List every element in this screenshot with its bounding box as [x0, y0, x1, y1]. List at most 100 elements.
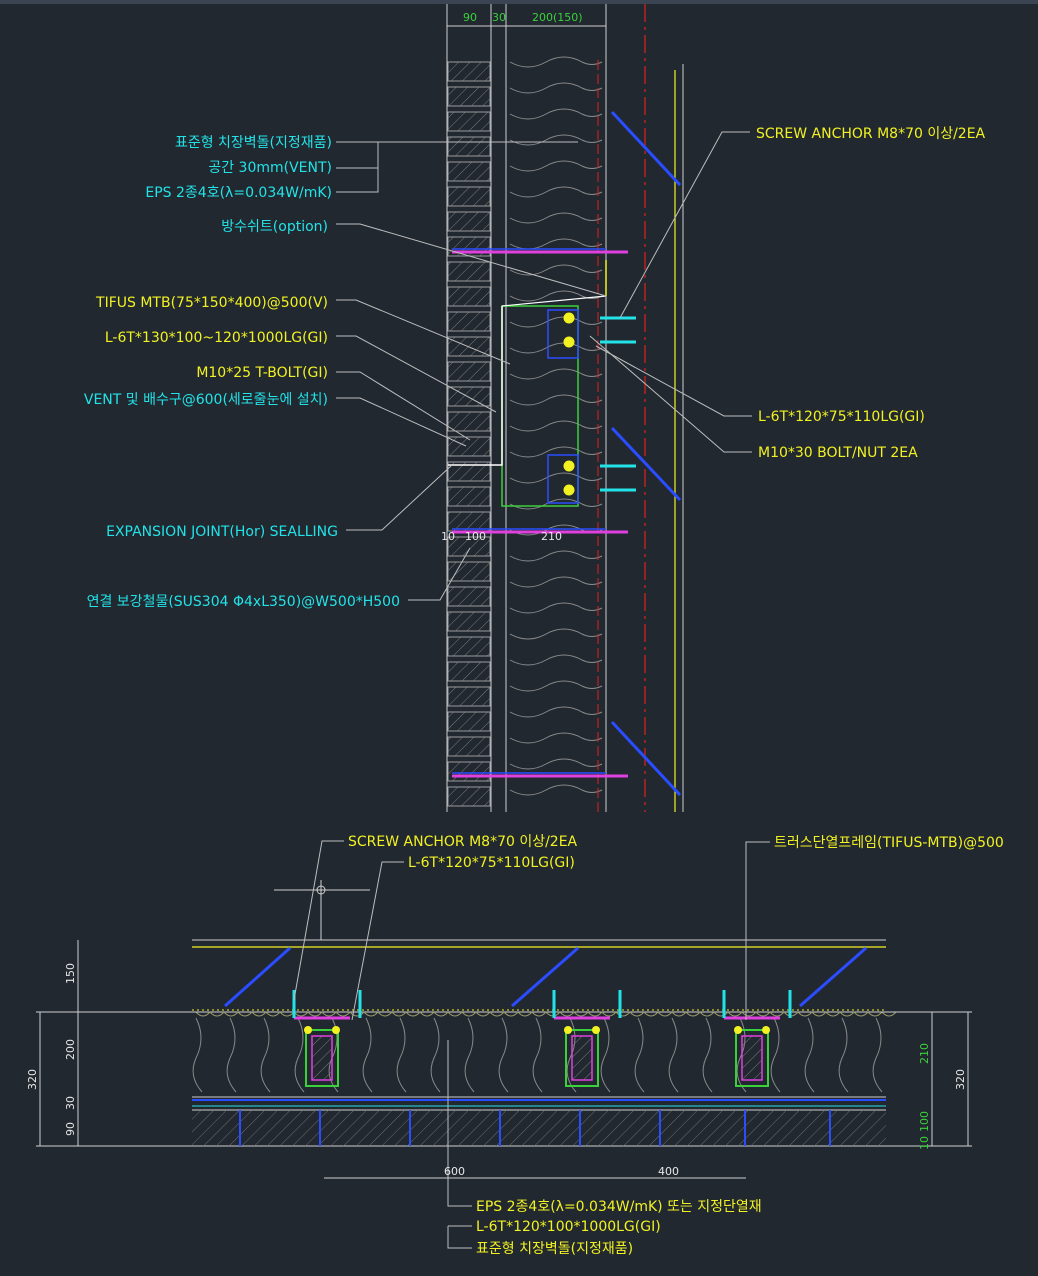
plan-label-angle-120: L-6T*120*75*110LG(GI) [408, 855, 575, 871]
plan-dim-total-right: 320 [954, 1069, 967, 1090]
plan-insulation-wave [226, 1017, 237, 1093]
brick [447, 586, 491, 607]
cad-drawing-canvas: 90 30 200(150) 10 100 210 표준형 치장벽돌(지정재품)… [26, 4, 1004, 1257]
plan-insulation-top-wave [629, 1011, 645, 1017]
brick [447, 111, 491, 132]
plan-insulation-top-wave [825, 1011, 841, 1017]
plan-label-truss-frame: 트러스단열프레임(TIFUS-MTB)@500 [774, 835, 1004, 851]
insulation-wave [509, 550, 603, 562]
brick [447, 411, 491, 432]
wall-tie [799, 946, 867, 1008]
insulation-wave [509, 446, 603, 458]
brick [447, 786, 491, 807]
wall-tie [224, 946, 291, 1008]
brick-courses [447, 61, 491, 807]
plan-dim-210: 210 [918, 1043, 931, 1064]
bolt-head [592, 1026, 600, 1034]
plan-insulation-top-wave [251, 1011, 267, 1017]
insulation-wave [509, 186, 603, 198]
plan-insulation-top-wave [741, 1011, 757, 1017]
label-bolt-nut: M10*30 BOLT/NUT 2EA [758, 445, 918, 461]
insulation-wave [509, 628, 603, 640]
plan-insulation-top-wave [573, 1011, 589, 1017]
brick [447, 661, 491, 682]
plan-insulation-top-wave [713, 1011, 729, 1017]
plan-dim-150: 150 [64, 963, 77, 984]
bolt-head [332, 1026, 340, 1034]
plan-insulation-top-wave [727, 1011, 743, 1017]
plan-label-brick: 표준형 치장벽돌(지정재품) [476, 1241, 633, 1257]
plan-tifus-frames [224, 946, 867, 1087]
plan-dim-total-left: 320 [26, 1069, 39, 1090]
section-dim-30: 30 [492, 11, 506, 24]
insulation-wave [509, 758, 603, 770]
insulation-wave [509, 706, 603, 718]
insulation-wave [509, 602, 603, 614]
plan-insulation-top-wave [671, 1011, 687, 1017]
plan-insulation-top-wave [601, 1011, 617, 1017]
insulation-wave [509, 394, 603, 406]
brick [447, 511, 491, 532]
insulation-wave [509, 212, 603, 224]
label-reinforcement: 연결 보강철물(SUS304 Φ4xL350)@W500*H500 [87, 594, 400, 610]
section-dim-10: 10 [441, 530, 455, 543]
brick [447, 436, 491, 457]
plan-insulation-top-wave [615, 1011, 631, 1017]
plan-insulation-top-wave [237, 1011, 253, 1017]
plan-insulation-top-wave [531, 1011, 547, 1017]
label-expansion-joint: EXPANSION JOINT(Hor) SEALLING [106, 524, 338, 540]
plan-insulation-top-wave [489, 1011, 505, 1017]
brick [447, 611, 491, 632]
plan-insulation-wave [430, 1017, 441, 1093]
brick [447, 486, 491, 507]
plan-insulation-wave [260, 1017, 271, 1093]
plan-insulation-top-wave [209, 1011, 225, 1017]
plan-brick-joints [239, 1110, 831, 1146]
insulation-wave [509, 56, 603, 68]
brick [447, 211, 491, 232]
plan-label-eps: EPS 2종4호(λ=0.034W/mK) 또는 지정단열재 [476, 1199, 762, 1215]
plan-insulation-wave [838, 1017, 849, 1093]
brick [447, 361, 491, 382]
brick [447, 261, 491, 282]
tifus-frame [735, 1029, 769, 1087]
plan-dim-400: 400 [658, 1165, 679, 1178]
plan-view: SCREW ANCHOR M8*70 이상/2EA L-6T*120*75*11… [26, 834, 1004, 1257]
brick [447, 736, 491, 757]
plan-insulation-top-wave [461, 1011, 477, 1017]
plan-insulation-top-wave [447, 1011, 463, 1017]
plan-insulation-top-wave [699, 1011, 715, 1017]
brick [447, 761, 491, 782]
bolt-head [564, 1026, 572, 1034]
brick [447, 311, 491, 332]
plan-dim-200: 200 [64, 1039, 77, 1060]
label-vent-space: 공간 30mm(VENT) [208, 160, 332, 176]
plan-dim-100: 100 [918, 1111, 931, 1132]
plan-insulation-top-wave [433, 1011, 449, 1017]
plan-insulation-top-wave [755, 1011, 771, 1017]
window-top-strip [0, 0, 1038, 4]
insulation-wave [509, 290, 603, 302]
insulation-wave [509, 654, 603, 666]
plan-insulation-top-wave [587, 1011, 603, 1017]
plan-insulation-wave [804, 1017, 815, 1093]
plan-insulation-wave [294, 1017, 305, 1093]
plan-insulation-wave [464, 1017, 475, 1093]
label-eps: EPS 2종4호(λ=0.034W/mK) [145, 185, 332, 201]
plan-insulation-wave [362, 1017, 373, 1093]
plan-insulation-top-wave [405, 1011, 421, 1017]
plan-insulation-top-wave [503, 1011, 519, 1017]
bolt-head [734, 1026, 742, 1034]
plan-insulation-top-wave [475, 1011, 491, 1017]
brick [447, 686, 491, 707]
plan-insulation-pattern [192, 1011, 897, 1093]
plan-insulation-wave [532, 1017, 543, 1093]
brick [447, 461, 491, 482]
insulation-wave [509, 680, 603, 692]
plan-insulation-wave [872, 1017, 883, 1093]
label-brick: 표준형 치장벽돌(지정재품) [175, 135, 332, 151]
label-angle-130: L-6T*130*100~120*1000LG(GI) [105, 330, 328, 346]
brick [447, 536, 491, 557]
brick [447, 636, 491, 657]
plan-insulation-wave [396, 1017, 407, 1093]
